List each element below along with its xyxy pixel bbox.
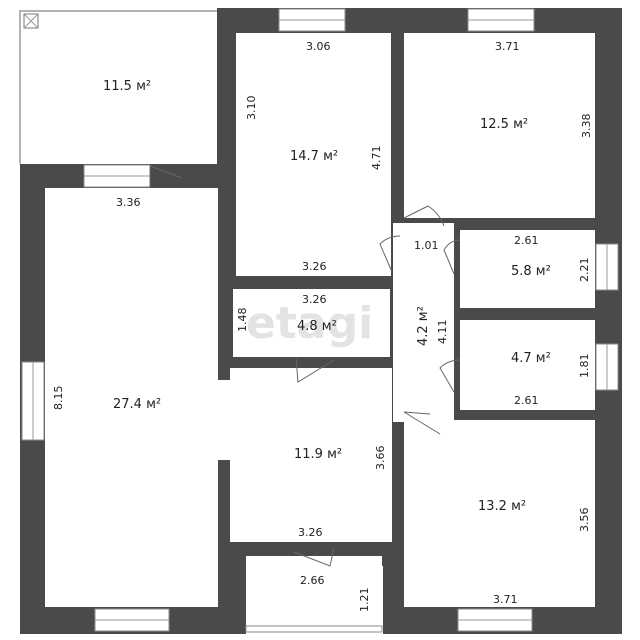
dim-bedroom2-right: 3.38 bbox=[580, 114, 593, 139]
door-bedroom-3 bbox=[403, 411, 441, 435]
dim-bedroom1-top: 3.06 bbox=[306, 40, 331, 53]
door-bedroom-2 bbox=[403, 205, 445, 227]
floor-wc bbox=[460, 320, 595, 410]
dim-storage-top: 3.26 bbox=[302, 293, 327, 306]
dim-bedroom1-bottom: 3.26 bbox=[302, 260, 327, 273]
floor-bedroom-3 bbox=[404, 420, 595, 607]
area-labels: 11.5 м² 14.7 м² 12.5 м² 27.4 м² 5.8 м² 4… bbox=[103, 79, 551, 514]
terrace-outline bbox=[19, 10, 217, 164]
dim-bath-right: 2.21 bbox=[578, 258, 591, 283]
dimension-labels: 3.36 3.06 3.10 4.71 3.26 3.71 3.38 2.61 … bbox=[52, 40, 593, 612]
dim-vestibule-depth: 1.21 bbox=[358, 588, 371, 613]
area-bedroom-1: 14.7 м² bbox=[290, 149, 338, 164]
entrance-opening bbox=[245, 625, 383, 633]
dim-bath-top: 2.61 bbox=[514, 234, 539, 247]
floor-bedroom-2 bbox=[404, 33, 595, 218]
dim-corridor-length: 4.11 bbox=[436, 320, 449, 345]
dim-storage-left: 1.48 bbox=[236, 308, 249, 333]
floor-hall bbox=[230, 368, 392, 542]
area-terrace: 11.5 м² bbox=[103, 79, 151, 94]
floor-living bbox=[45, 188, 218, 607]
floor-bedroom-1 bbox=[236, 33, 391, 276]
dim-hall-right: 3.66 bbox=[374, 446, 387, 471]
floor-bath bbox=[460, 230, 595, 308]
floor-corridor bbox=[393, 223, 454, 422]
dim-vestibule-width: 2.66 bbox=[300, 574, 325, 587]
area-storage: 4.8 м² bbox=[297, 319, 337, 334]
dim-bedroom1-left: 3.10 bbox=[245, 96, 258, 121]
door-bedroom-1 bbox=[379, 235, 401, 273]
dim-living-left: 8.15 bbox=[52, 386, 65, 411]
area-wc: 4.7 м² bbox=[511, 351, 551, 366]
dim-terrace-width: 3.36 bbox=[116, 196, 141, 209]
floor-living-hall-opening bbox=[216, 380, 232, 460]
dim-bedroom3-right: 3.56 bbox=[578, 508, 591, 533]
dim-bedroom2-top: 3.71 bbox=[495, 40, 520, 53]
crossed-square-line-2 bbox=[23, 13, 39, 29]
area-corridor: 4.2 м² bbox=[416, 306, 431, 346]
dim-wc-right: 1.81 bbox=[578, 354, 591, 379]
crossed-square-icon bbox=[23, 13, 39, 29]
area-bedroom-2: 12.5 м² bbox=[480, 117, 528, 132]
door-bath bbox=[443, 239, 461, 275]
dim-hall-bottom: 3.26 bbox=[298, 526, 323, 539]
area-bedroom-3: 13.2 м² bbox=[478, 499, 526, 514]
door-terrace bbox=[149, 165, 183, 188]
door-storage bbox=[295, 357, 335, 383]
floor-vestibule bbox=[246, 556, 382, 634]
doors bbox=[149, 165, 461, 567]
floor-storage bbox=[233, 289, 390, 357]
watermark: etagi bbox=[246, 298, 373, 349]
area-hall: 11.9 м² bbox=[294, 447, 342, 462]
door-hall-vestibule bbox=[293, 547, 335, 567]
door-wc bbox=[439, 359, 461, 393]
windows bbox=[21, 8, 619, 633]
area-living: 27.4 м² bbox=[113, 397, 161, 412]
dim-bedroom1-right: 4.71 bbox=[370, 146, 383, 171]
area-bath: 5.8 м² bbox=[511, 264, 551, 279]
room-floors bbox=[45, 33, 595, 634]
dim-bath-door: 1.01 bbox=[414, 239, 439, 252]
dim-bedroom3-bottom: 3.71 bbox=[493, 593, 518, 606]
dim-wc-bottom: 2.61 bbox=[514, 394, 539, 407]
